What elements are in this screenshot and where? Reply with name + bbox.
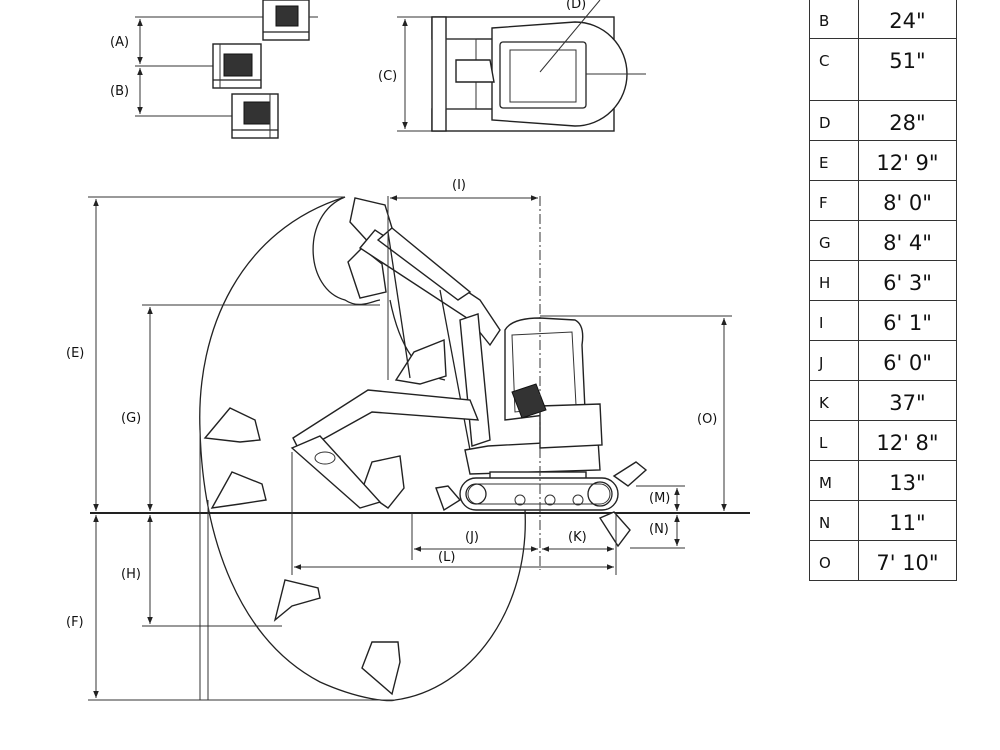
excavator-dimension-diagram: (A) (B) (C) <box>66 0 750 702</box>
dim-label-h: (H) <box>121 567 141 582</box>
spec-value: 6' 0" <box>858 340 957 381</box>
spec-key: F <box>809 180 859 221</box>
spec-key: J <box>809 340 859 381</box>
spec-value: 6' 1" <box>858 300 957 341</box>
spec-value: 24" <box>858 0 957 39</box>
dim-label-o: (O) <box>697 412 717 427</box>
spec-value: 28" <box>858 100 957 141</box>
dim-label-k: (K) <box>568 530 587 545</box>
boom-raised <box>358 227 501 451</box>
spec-key: I <box>809 300 859 341</box>
dim-label-j: (J) <box>465 530 479 545</box>
spec-key: O <box>809 540 859 581</box>
front-view-lower <box>231 93 279 139</box>
spec-value: 7' 10" <box>858 540 957 581</box>
dim-label-f: (F) <box>66 615 84 630</box>
spec-key: M <box>809 460 859 501</box>
spec-key: B <box>809 0 859 39</box>
spec-key: E <box>809 140 859 181</box>
spec-value: 11" <box>858 500 957 541</box>
dim-label-i: (I) <box>452 178 466 193</box>
spec-key: N <box>809 500 859 541</box>
dim-label-c: (C) <box>378 69 397 84</box>
dim-label-e: (E) <box>66 346 84 361</box>
dim-label-d: (D) <box>566 0 586 12</box>
spec-key: L <box>809 420 859 461</box>
spec-key: H <box>809 260 859 301</box>
spec-value: 12' 9" <box>858 140 957 181</box>
front-view-offset: (A) (B) <box>110 0 318 139</box>
plan-view: (C) (D) <box>378 0 646 132</box>
spec-key: C <box>809 38 859 101</box>
boom-lowered <box>290 389 480 509</box>
spec-value: 8' 0" <box>858 180 957 221</box>
spec-value: 13" <box>858 460 957 501</box>
working-range-envelope <box>199 196 396 702</box>
spec-value: 37" <box>858 380 957 421</box>
dim-label-b: (B) <box>110 84 129 99</box>
spec-value: 12' 8" <box>858 420 957 461</box>
spec-value: 8' 4" <box>858 220 957 261</box>
dim-label-n: (N) <box>649 522 669 537</box>
dim-label-g: (G) <box>121 411 141 426</box>
dim-label-a: (A) <box>110 35 129 50</box>
front-view-upper <box>262 0 318 41</box>
side-view: (E) (F) (G) (H) (I) (J) (K) (L) (M) <box>66 178 750 702</box>
spec-value: 51" <box>858 38 957 101</box>
dim-label-m: (M) <box>649 491 670 506</box>
spec-key: G <box>809 220 859 261</box>
spec-key: D <box>809 100 859 141</box>
spec-key: K <box>809 380 859 421</box>
front-view-center <box>212 43 262 89</box>
dim-label-l: (L) <box>438 550 455 565</box>
spec-value: 6' 3" <box>858 260 957 301</box>
